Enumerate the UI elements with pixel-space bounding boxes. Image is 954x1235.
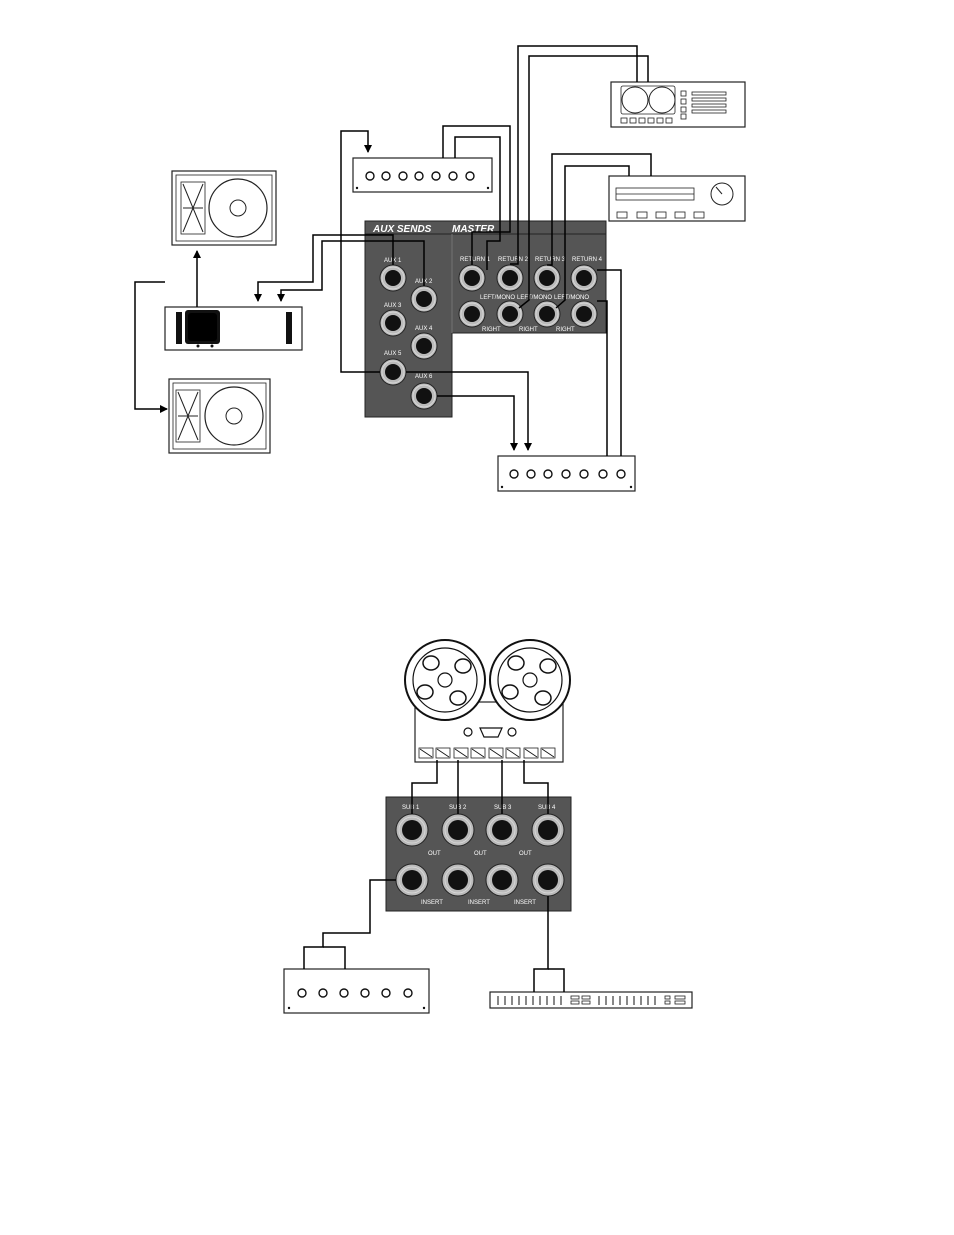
right-label-3: RIGHT [556,327,575,333]
return-1-label: RETURN 1 [460,257,491,263]
monitor-speaker-bottom [168,378,271,454]
return-3-label: RETURN 3 [535,257,566,263]
return-2-label: RETURN 2 [498,257,529,263]
eq-knobs [365,171,475,181]
sub-4-label: SUB 4 [538,805,556,811]
master-header: MASTER [452,224,495,235]
left-mono-label-1: LEFT/MONO [480,295,515,301]
insert-label-2: INSERT [468,900,490,906]
right-label-2: RIGHT [519,327,538,333]
sub-1-out-jack[interactable] [395,813,429,847]
return-jack-2-right[interactable] [496,300,524,328]
graphic-eq-top [352,157,493,193]
return-jack-4-right[interactable] [570,300,598,328]
mixer-rear-panel: AUX SENDS MASTER AUX 1 AUX 2 AUX 3 AUX 4… [364,220,607,418]
rack-processor [489,991,693,1009]
monitor-speaker-top [171,170,277,246]
reel-left [404,639,486,721]
graphic-eq-bottom [283,968,430,1014]
graphic-eq-lower [497,455,636,492]
reel-to-reel-recorder [404,639,571,763]
aux-jack-6[interactable] [410,382,438,410]
tape-inputs [418,747,556,759]
return-jack-2[interactable] [496,264,524,292]
aux-5-label: AUX 5 [384,351,402,357]
aux-jack-1[interactable] [379,264,407,292]
sub-1-label: SUB 1 [402,805,420,811]
sub-4-out-jack[interactable] [531,813,565,847]
left-mono-label-3: LEFT/MONO [554,295,589,301]
aux-4-label: AUX 4 [415,326,433,332]
aux-3-label: AUX 3 [384,303,402,309]
effects-processor [610,81,746,128]
return-4-label: RETURN 4 [572,257,603,263]
sub-1-insert-jack[interactable] [395,863,429,897]
aux-6-label: AUX 6 [415,374,433,380]
return-jack-3-right[interactable] [533,300,561,328]
sub-2-insert-jack[interactable] [441,863,475,897]
sub-4-insert-jack[interactable] [531,863,565,897]
out-label-3: OUT [519,851,532,857]
sub-3-out-jack[interactable] [485,813,519,847]
return-jack-4[interactable] [570,264,598,292]
aux-jack-3[interactable] [379,309,407,337]
return-jack-3[interactable] [533,264,561,292]
power-amplifier [164,306,303,351]
return-jack-1-right[interactable] [458,300,486,328]
sub-3-insert-jack[interactable] [485,863,519,897]
reel-right [489,639,571,721]
left-mono-label-2: LEFT/MONO [517,295,552,301]
wiring-top [134,45,652,456]
sub-2-out-jack[interactable] [441,813,475,847]
return-jack-1[interactable] [458,264,486,292]
out-label-1: OUT [428,851,441,857]
reverb-unit [608,175,746,222]
right-label-1: RIGHT [482,327,501,333]
insert-label-1: INSERT [421,900,443,906]
insert-label-3: INSERT [514,900,536,906]
wiring-bottom [303,760,565,992]
aux-jack-4[interactable] [410,332,438,360]
aux-jack-5[interactable] [379,358,407,386]
subgroup-panel: SUB 1 SUB 2 SUB 3 SUB 4 OUT OUT OUT [385,796,572,912]
aux-jack-2[interactable] [410,285,438,313]
out-label-2: OUT [474,851,487,857]
sub-3-label: SUB 3 [494,805,512,811]
aux-sends-header: AUX SENDS [372,224,432,235]
